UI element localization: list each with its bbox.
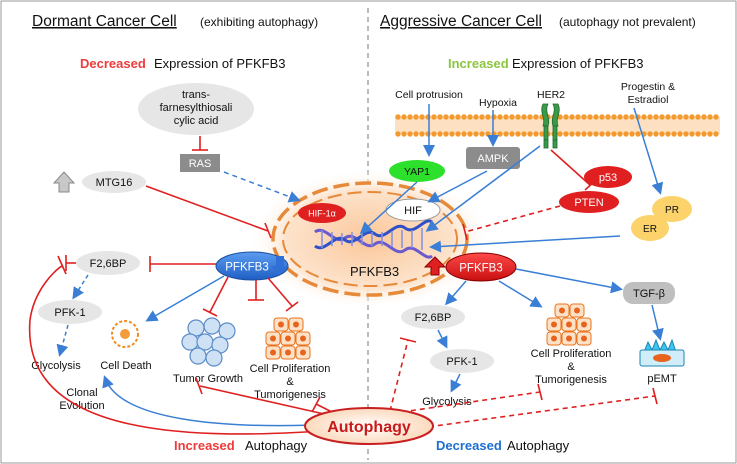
er-label: ER bbox=[643, 224, 657, 235]
cell-prolif-right-1: Cell Proliferation bbox=[531, 348, 612, 360]
right-footer-word: Decreased bbox=[436, 438, 502, 453]
pr-node bbox=[652, 196, 692, 222]
autophagy-node bbox=[304, 407, 434, 445]
pfk1-right-label: PFK-1 bbox=[446, 356, 477, 368]
left-heading-note: (exhibiting autophagy) bbox=[200, 15, 318, 29]
p53-label: p53 bbox=[599, 172, 617, 184]
pemt-label: pEMT bbox=[647, 373, 677, 385]
clonal-label-2: Evolution bbox=[59, 400, 104, 412]
clonal-label-1: Clonal bbox=[66, 387, 97, 399]
hif1a-node bbox=[298, 203, 346, 223]
progestin-label-2: Estradiol bbox=[628, 94, 669, 106]
pfk1-left-label: PFK-1 bbox=[54, 307, 85, 319]
hif-label: HIF bbox=[404, 205, 422, 217]
er-node bbox=[631, 215, 669, 241]
activation-arrows bbox=[56, 104, 664, 427]
pfkfb3-right-node bbox=[445, 252, 517, 282]
p53-node bbox=[584, 166, 632, 188]
glycolysis-right-label: Glycolysis bbox=[422, 396, 472, 408]
trans-farnesylthiosalicylic-node bbox=[138, 83, 254, 135]
left-footer-word: Increased bbox=[174, 438, 235, 453]
left-footer-rest: Autophagy bbox=[245, 438, 308, 453]
tgfb-label: TGF-β bbox=[633, 288, 665, 300]
pfkfb3-left-label: PFKFB3 bbox=[225, 262, 268, 274]
right-heading-note: (autophagy not prevalent) bbox=[559, 15, 696, 29]
dna-helix bbox=[314, 219, 433, 259]
up-arrow-red-icon bbox=[423, 256, 447, 276]
pfkfb3-right-label: PFKFB3 bbox=[459, 263, 502, 275]
left-heading: Dormant Cancer Cell bbox=[32, 13, 177, 30]
glycolysis-left-label: Glycolysis bbox=[31, 360, 81, 372]
right-expr-rest: Expression of PFKFB3 bbox=[512, 56, 644, 71]
progestin-label-1: Progestin & bbox=[621, 81, 675, 93]
f26bp-right-label: F2,6BP bbox=[415, 312, 452, 324]
her2-receptor-icon bbox=[541, 103, 560, 149]
ampk-node bbox=[466, 147, 520, 169]
pten-label: PTEN bbox=[574, 197, 603, 209]
ampk-label: AMPK bbox=[477, 153, 509, 165]
pemt-cell-icon bbox=[639, 338, 685, 367]
nucleus-glow bbox=[250, 169, 490, 309]
cell-prolif-left-1: Cell Proliferation bbox=[250, 363, 331, 375]
inhibition-lines bbox=[29, 136, 658, 435]
yap1-label: YAP1 bbox=[404, 166, 430, 178]
cell-death-icon bbox=[111, 320, 139, 348]
hypoxia-label: Hypoxia bbox=[479, 97, 517, 109]
pfk1-left-node bbox=[38, 300, 102, 324]
trans-line2: farnesylthiosali bbox=[160, 102, 233, 114]
down-arrow-icon bbox=[271, 256, 289, 275]
cell-prolif-left-2: & bbox=[286, 376, 294, 388]
cell-prolif-left-3: Tumorigenesis bbox=[254, 389, 326, 401]
ras-label: RAS bbox=[189, 158, 212, 170]
right-heading: Aggressive Cancer Cell bbox=[380, 13, 542, 30]
mtg16-node bbox=[82, 171, 146, 193]
pfk1-right-node bbox=[430, 349, 494, 373]
tgfb-node bbox=[623, 282, 675, 304]
f26bp-left-node bbox=[76, 251, 140, 275]
f26bp-left-label: F2,6BP bbox=[90, 258, 127, 270]
left-expr-word: Decreased bbox=[80, 56, 146, 71]
cell-prolif-right-2: & bbox=[567, 361, 575, 373]
right-footer-rest: Autophagy bbox=[507, 438, 570, 453]
right-expr-word: Increased bbox=[448, 56, 509, 71]
yap1-node bbox=[389, 160, 445, 182]
hif1a-label: HIF-1α bbox=[308, 209, 336, 219]
trans-line3: cylic acid bbox=[174, 115, 219, 127]
tumor-growth-label: Tumor Growth bbox=[173, 373, 243, 385]
pten-node bbox=[559, 191, 619, 213]
up-arrow-icon bbox=[52, 171, 76, 193]
left-expr-rest: Expression of PFKFB3 bbox=[154, 56, 286, 71]
nucleus-pfkfb3-label: PFKFB3 bbox=[350, 264, 399, 279]
ras-node bbox=[180, 154, 220, 172]
cell-death-label: Cell Death bbox=[100, 360, 151, 372]
cell-proliferation-icon-left bbox=[265, 317, 311, 360]
cell-prolif-right-3: Tumorigenesis bbox=[535, 374, 607, 386]
cell-protrusion-label: Cell protrusion bbox=[395, 89, 463, 101]
tumor-growth-icon bbox=[181, 317, 236, 367]
f26bp-right-node bbox=[401, 305, 465, 329]
pr-label: PR bbox=[665, 205, 679, 216]
autophagy-label: Autophagy bbox=[327, 419, 411, 436]
her2-label: HER2 bbox=[537, 89, 565, 101]
mtg16-label: MTG16 bbox=[96, 177, 133, 189]
cell-proliferation-icon-right bbox=[546, 303, 592, 346]
trans-line1: trans- bbox=[182, 89, 210, 101]
